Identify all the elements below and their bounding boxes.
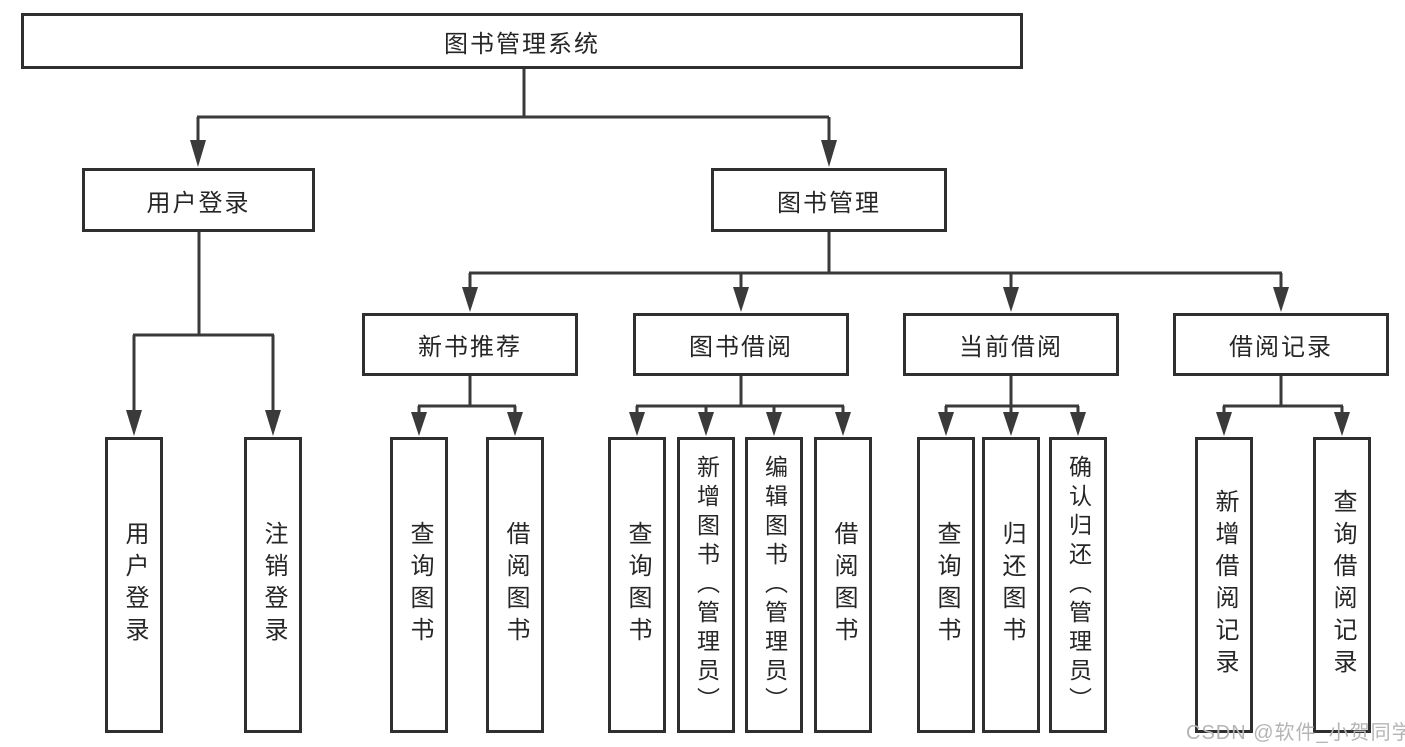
leaf-bb-add-books-admin: 新增图书（管理员） [677,437,735,733]
node-book-management: 图书管理 [711,168,947,232]
arrowhead-to-leaf-logout [265,410,281,436]
arrowhead-to-br-add-record [1216,412,1232,436]
connector-root-to-level2 [190,69,837,167]
connector-book-borrow-children [629,376,851,436]
arrowhead-to-br-query-record [1334,412,1350,436]
node-borrow-records: 借阅记录 [1173,313,1389,376]
node-new-book-recommend: 新书推荐 [362,313,578,376]
connector-current-borrow-children [938,376,1086,436]
leaf-bb-edit-books-admin: 编辑图书（管理员） [745,437,803,733]
leaf-cb-query-books: 查询图书 [917,437,975,733]
leaf-logout: 注销登录 [244,437,302,733]
node-root: 图书管理系统 [21,13,1023,69]
arrowhead-to-cb-return-books [1003,412,1019,436]
leaf-br-add-record: 新增借阅记录 [1195,437,1253,733]
leaf-nbr-query-books: 查询图书 [390,437,448,733]
arrowhead-to-cb-confirm-return [1070,412,1086,436]
connector-user-login-children [126,232,281,436]
arrowhead-to-new-book-recommend [462,287,478,312]
arrowhead-to-book-management [821,140,837,167]
arrowhead-to-nbr-query-books [411,412,427,436]
node-book-borrow: 图书借阅 [633,313,849,376]
connector-book-management-children [462,232,1289,312]
node-user-login: 用户登录 [82,168,315,232]
leaf-cb-confirm-return-admin: 确认归还（管理员） [1049,437,1107,733]
arrowhead-to-user-login [190,140,206,167]
arrowhead-to-bb-borrow-books [835,412,851,436]
arrowhead-to-borrow-records [1273,287,1289,312]
leaf-br-query-record: 查询借阅记录 [1313,437,1371,733]
arrowhead-to-bb-query-books [629,412,645,436]
leaf-bb-borrow-books: 借阅图书 [814,437,872,733]
arrowhead-to-bb-add-books [698,412,714,436]
connector-new-book-recommend-children [411,376,523,436]
arrowhead-to-nbr-borrow-books [507,412,523,436]
node-current-borrow: 当前借阅 [903,313,1119,376]
arrowhead-to-current-borrow [1003,287,1019,312]
connector-borrow-records-children [1216,376,1350,436]
leaf-nbr-borrow-books: 借阅图书 [486,437,544,733]
leaf-bb-query-books: 查询图书 [608,437,666,733]
arrowhead-to-bb-edit-books [766,412,782,436]
arrowhead-to-book-borrow [733,287,749,312]
csdn-watermark: CSDN @软件_小贺同学 [1186,722,1405,744]
arrowhead-to-leaf-user-login [126,410,142,436]
leaf-user-login: 用户登录 [105,437,163,733]
leaf-cb-return-books: 归还图书 [982,437,1040,733]
arrowhead-to-cb-query-books [938,412,954,436]
